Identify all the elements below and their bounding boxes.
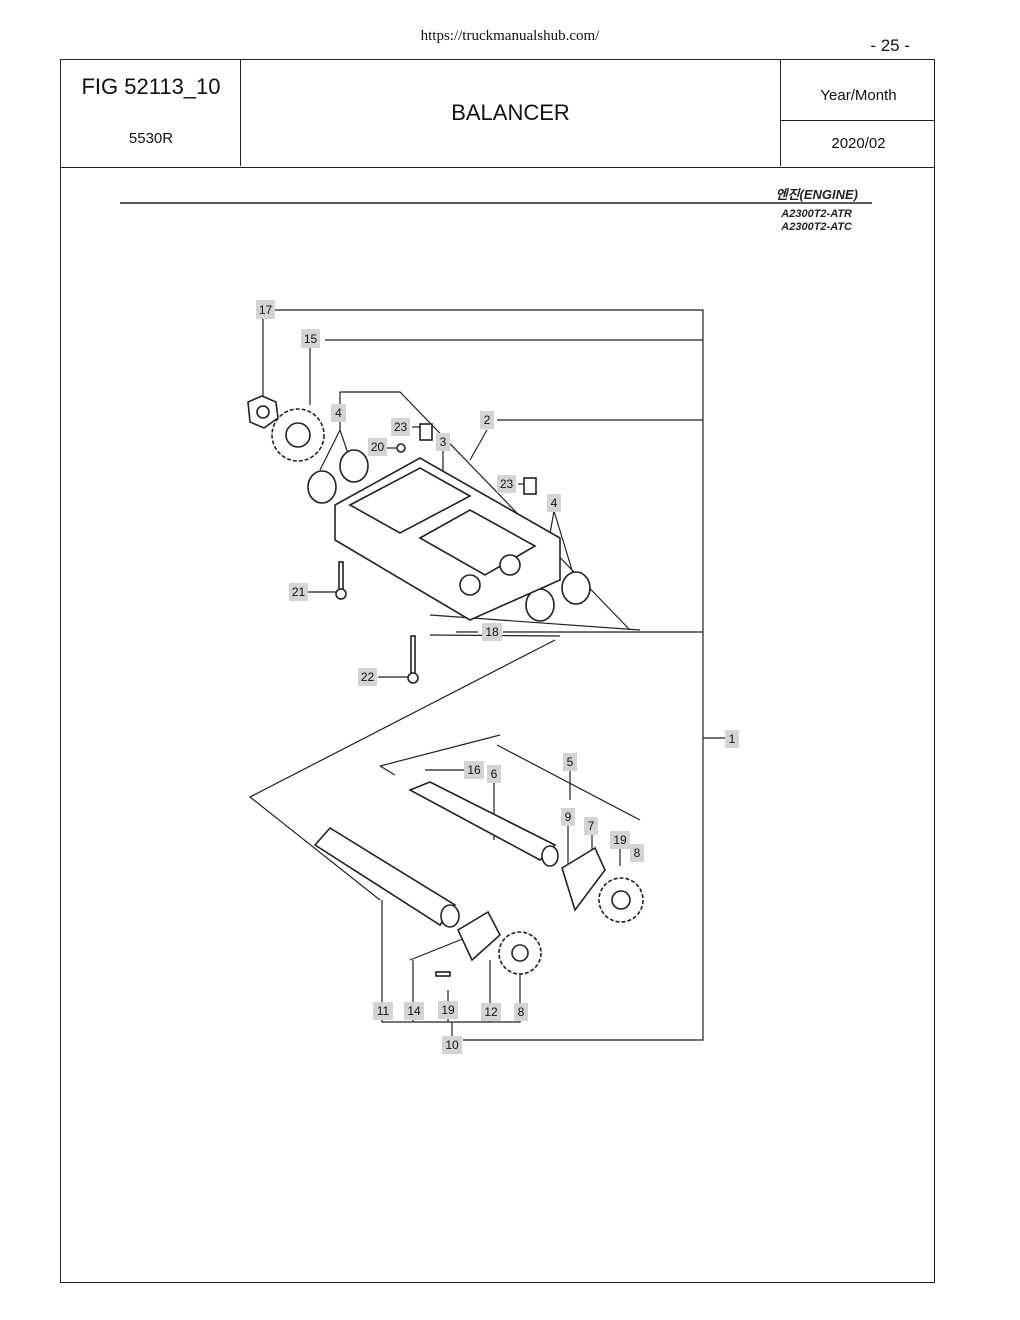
svg-text:19: 19 [441,1003,455,1017]
callout-7: 7 [584,817,598,835]
svg-text:7: 7 [588,819,595,833]
svg-text:8: 8 [518,1005,525,1019]
fig-cell [61,60,241,166]
callout-15: 15 [301,329,320,348]
svg-text:16: 16 [467,763,481,777]
dowel-23b [523,477,537,495]
callout-23a: 23 [391,418,410,436]
case-window-1 [348,467,472,534]
shaft-6 [408,781,557,861]
shaft-11 [313,826,457,927]
callout-8a: 8 [630,844,644,862]
callout-19a: 19 [610,831,630,849]
callout-20: 20 [368,438,387,456]
svg-text:17: 17 [259,303,273,317]
svg-text:1: 1 [729,732,736,746]
engine-heading: 엔진(ENGINE) [776,187,858,202]
gear-8-upper-hub [611,890,631,910]
bush-4b [339,449,369,483]
callout-23b: 23 [497,475,516,493]
callout-19b: 19 [438,1001,458,1019]
svg-text:3: 3 [440,435,447,449]
svg-text:6: 6 [491,767,498,781]
callout-11: 11 [373,1002,393,1020]
bolt-19-lower [435,971,451,977]
callout-12: 12 [481,1003,501,1021]
callout-9: 9 [561,808,575,826]
callout-6: 6 [487,765,501,783]
bolt-22 [410,635,416,675]
washer-20 [396,443,406,453]
case-bore-1 [459,574,481,596]
svg-text:21: 21 [292,585,306,599]
callout-2: 2 [480,411,494,429]
callout-8b: 8 [514,1003,528,1021]
svg-text:5: 5 [567,755,574,769]
callout-22: 22 [358,668,377,686]
svg-text:20: 20 [371,440,385,454]
svg-text:4: 4 [551,496,558,510]
page-number: - 25 - [870,36,910,55]
year-month-label: Year/Month [820,87,897,104]
dowel-23a [419,423,433,441]
callout-4b: 4 [547,494,561,512]
svg-text:4: 4 [335,406,342,420]
model-code: 5530R [128,130,174,147]
callout-3: 3 [436,433,450,451]
nut-17-bore [256,405,270,419]
bush-4a [307,470,337,504]
gear-15-hub [285,422,311,448]
bush-4d [561,571,591,605]
svg-text:14: 14 [407,1004,421,1018]
svg-text:18: 18 [485,625,499,639]
callout-21: 21 [289,583,308,601]
fig-number: FIG 52113_10 [81,74,221,99]
title-block: FIG 52113_10 5530R BALANCER Year/Month 2… [61,60,935,168]
svg-text:12: 12 [484,1005,498,1019]
cover-7 [561,846,606,912]
svg-text:15: 15 [304,332,318,346]
shaft-6-end [541,845,559,867]
callout-17: 17 [256,300,275,319]
page-frame: FIG 52113_10 5530R BALANCER Year/Month 2… [60,59,935,1283]
callout-4a: 4 [331,404,346,422]
callout-10: 10 [442,1036,462,1054]
bolt-22-head [407,672,419,684]
bolt-21-head [335,588,347,600]
svg-text:23: 23 [394,420,408,434]
svg-text:10: 10 [445,1038,459,1052]
svg-text:9: 9 [565,810,572,824]
revision-date: 2020/02 [831,135,886,152]
date-cell: Year/Month 2020/02 [780,60,935,166]
case-bore-2 [499,554,521,576]
source-url[interactable]: https://truckmanualshub.com/ [420,28,600,44]
callout-14: 14 [404,1002,424,1020]
svg-text:19: 19 [613,833,627,847]
page-title: BALANCER [451,100,570,125]
callout-5: 5 [563,753,577,771]
engine-model-2: A2300T2-ATC [780,221,853,233]
cover-12 [456,910,501,962]
svg-text:11: 11 [377,1004,390,1018]
parts [247,395,644,977]
bolt-21 [338,561,344,591]
engine-model-1: A2300T2-ATR [780,208,852,220]
leader-lines [248,309,725,1041]
callout-18: 18 [482,623,502,641]
gear-8-lower-hub [511,944,529,962]
callout-1: 1 [725,730,739,748]
svg-text:8: 8 [634,846,641,860]
svg-text:23: 23 [500,477,514,491]
date-cell-divider [781,120,935,121]
callout-16: 16 [464,761,484,779]
shaft-11-end [440,904,460,928]
svg-text:22: 22 [361,670,375,684]
svg-text:2: 2 [484,413,491,427]
